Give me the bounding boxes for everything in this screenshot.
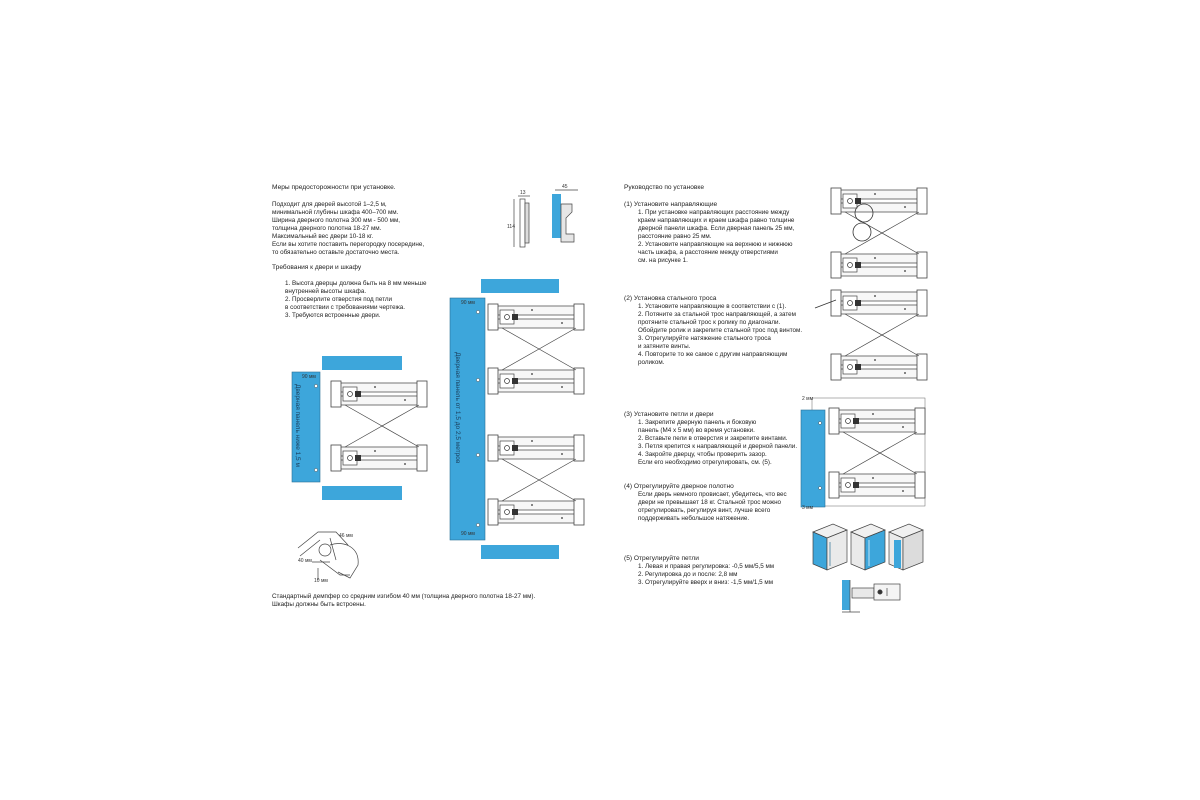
- precautions-title: Меры предосторожности при установке.: [272, 184, 396, 191]
- guide-title: Руководство по установке: [624, 184, 705, 191]
- step2-line: 2. Потяните за стальной трос направляюще…: [638, 311, 797, 318]
- requirements-title: Требования к двери и шкафу: [272, 264, 362, 271]
- precautions-line: Подходит для дверей высотой 1–2,5 м,: [272, 201, 387, 208]
- step5-line: 2. Регулировка до и после: 2,8 мм: [638, 571, 738, 578]
- step4-line: двери не превышает 18 кг. Стальной трос …: [638, 499, 782, 506]
- step2-line: 3. Отрегулируйте натяжение стального тро…: [638, 335, 771, 342]
- damper-line: Шкафы должны быть встроены.: [272, 601, 366, 608]
- step4-line: отрегулировать, регулируя винт, лучше вс…: [638, 507, 771, 514]
- step2-line: 4. Повторите то же самое с другим направ…: [638, 351, 788, 358]
- requirements-line: внутренней высоты шкафа.: [285, 288, 367, 295]
- step1-line: часть шкафа, а расстояние между отверсти…: [638, 249, 778, 256]
- precautions-line: то обязательно оставьте достаточно места…: [272, 249, 400, 256]
- hinge-sketch: [297, 531, 359, 580]
- profile-dim-c: 45: [562, 184, 568, 190]
- hinge-adjust-sketch: [842, 580, 901, 613]
- step3-line: 1. Закрепите дверную панель и боковую: [638, 419, 757, 426]
- precautions-line: Если вы хотите поставить перегородку пос…: [272, 241, 425, 248]
- precautions-line: минимальной глубины шкафа 400–700 мм.: [272, 209, 399, 216]
- step2-line: 1. Установите направляющие в соответстви…: [638, 303, 787, 310]
- step1-title: (1) Установите направляющие: [624, 201, 718, 208]
- precautions-line: Максимальный вес двери 10-18 кг.: [272, 233, 374, 240]
- requirements-line: 3. Требуются встроенные двери.: [285, 312, 381, 319]
- step3-line: панель (M4 x 5 мм) во время установки.: [638, 427, 755, 434]
- requirements-line: 2. Просверлите отверстия под петли: [285, 296, 393, 303]
- step1-line: дверной панели шкафа. Если дверная панел…: [638, 225, 795, 232]
- small-door-diagram: [291, 356, 427, 500]
- step2-line: роликом.: [638, 359, 665, 366]
- dim-tall-door-bottom: 90 мм: [461, 531, 475, 537]
- dim-tall-door-top: 90 мм: [461, 300, 475, 306]
- requirements-line: 1. Высота дверцы должна быть на 8 мм мен…: [285, 280, 427, 287]
- step1-line: краем направляющих и краем шкафа равно т…: [638, 217, 795, 224]
- tall-door-diagram: [449, 279, 584, 559]
- profile-sketch: [513, 189, 578, 248]
- precautions-line: толщина дверного полотна 18-27 мм.: [272, 225, 382, 232]
- step2-line: и затяните винты.: [638, 343, 691, 350]
- step4-line: поддерживать небольшое натяжение.: [638, 515, 750, 522]
- step3-line: 3. Петля крепится к направляющей и дверн…: [638, 443, 798, 450]
- step1-line: расстояние равно 25 мм.: [638, 233, 712, 240]
- hinge-dim-c: 10 мм: [314, 578, 328, 584]
- gap-bottom-label: 3 мм: [802, 505, 814, 511]
- small-door-label: Дверная панель ниже 1,5 м: [294, 384, 301, 467]
- step1-line: 1. При установке направляющих расстояние…: [638, 209, 790, 216]
- hinge-dim-a: 46 мм: [339, 533, 353, 539]
- step4-line: Если дверь немного провисает, убедитесь,…: [638, 491, 787, 498]
- damper-line: Стандартный демпфер со средним изгибом 4…: [272, 593, 536, 600]
- step5-line: 3. Отрегулируйте вверх и вниз: -1,5 мм/1…: [638, 579, 774, 586]
- step2-diagram: [814, 290, 927, 380]
- step1-diagram: [831, 188, 927, 278]
- step2-line: Обойдите ролик и закрепите стальной трос…: [638, 327, 803, 334]
- step3-line: 4. Закройте дверцу, чтобы проверить зазо…: [638, 451, 767, 458]
- step3-diagram: [800, 397, 925, 508]
- tall-door-label: Дверная панель от 1,5 до 2,5 метров: [454, 352, 461, 464]
- step4-title: (4) Отрегулируйте дверное полотно: [624, 483, 734, 490]
- step3-title: (3) Установите петли и двери: [624, 411, 714, 418]
- step1-line: 2. Установите направляющие на верхнюю и …: [638, 241, 793, 248]
- dim-small-door: 90 мм: [302, 374, 316, 380]
- step5-line: 1. Левая и правая регулировка: -0,5 мм/5…: [638, 563, 775, 570]
- step3-line: 2. Вставьте пели в отверстия и закрепите…: [638, 435, 788, 442]
- profile-dim-b: 114: [507, 224, 515, 230]
- hinge-dim-b: 40 мм: [298, 558, 312, 564]
- step2-title: (2) Установка стального троса: [624, 295, 717, 302]
- profile-dim-a: 13: [520, 190, 526, 196]
- step1-line: см. на рисунке 1.: [638, 257, 688, 264]
- gap-top-label: 2 мм: [802, 396, 814, 402]
- step3-line: Если его необходимо отрегулировать, см. …: [638, 459, 772, 466]
- adjust-cubes: [812, 523, 924, 571]
- step2-line: протяните стальной трос к ролику по диаг…: [638, 319, 781, 326]
- step5-title: (5) Отрегулируйте петли: [624, 555, 699, 562]
- requirements-line: в соответствии с требованиями чертежа.: [285, 304, 406, 311]
- precautions-line: Ширина дверного полотна 300 мм - 500 мм,: [272, 217, 401, 224]
